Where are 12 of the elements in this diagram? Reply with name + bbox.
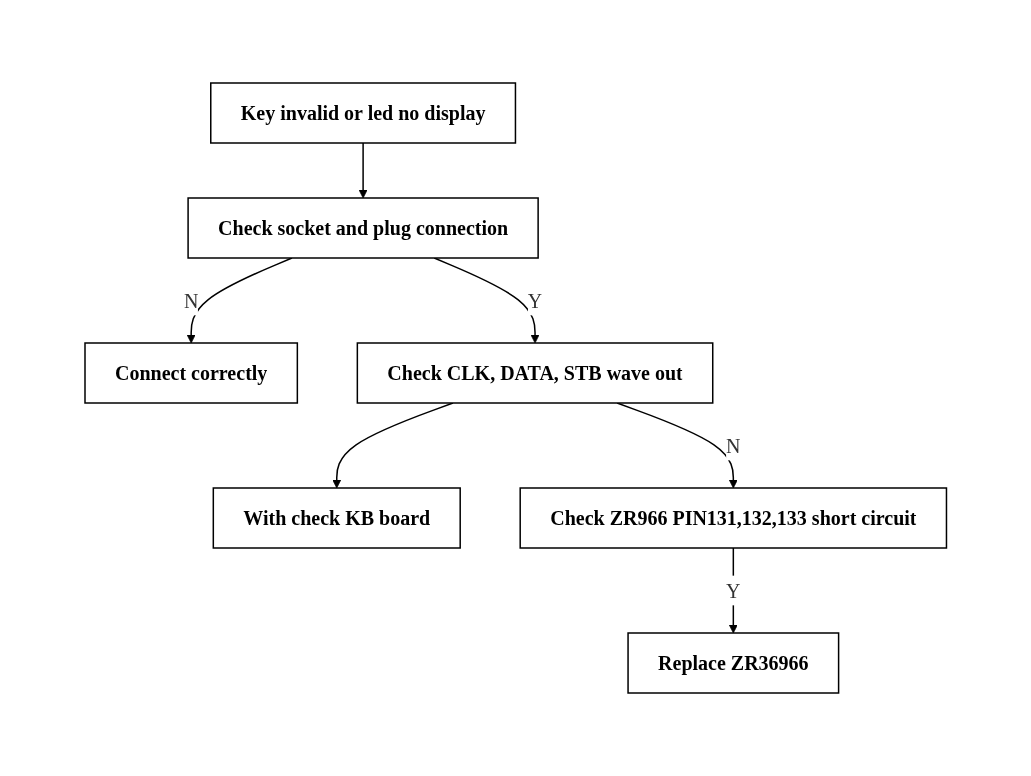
node-box: Check CLK, DATA, STB wave out	[356, 342, 714, 404]
edge-label: N	[725, 434, 741, 457]
arrow	[358, 142, 368, 199]
node-box: Connect correctly	[84, 342, 298, 404]
node-box: With check KB board	[212, 487, 461, 549]
node-box: Check ZR966 PIN131,132,133 short circuit	[519, 487, 947, 549]
edge-label: Y	[725, 579, 741, 602]
node-box: Key invalid or led no display	[209, 82, 516, 144]
node-box: Check socket and plug connection	[187, 197, 539, 259]
node-box: Replace ZR36966	[627, 632, 840, 694]
edge-label: N	[183, 289, 199, 312]
edge-label: Y	[527, 289, 543, 312]
